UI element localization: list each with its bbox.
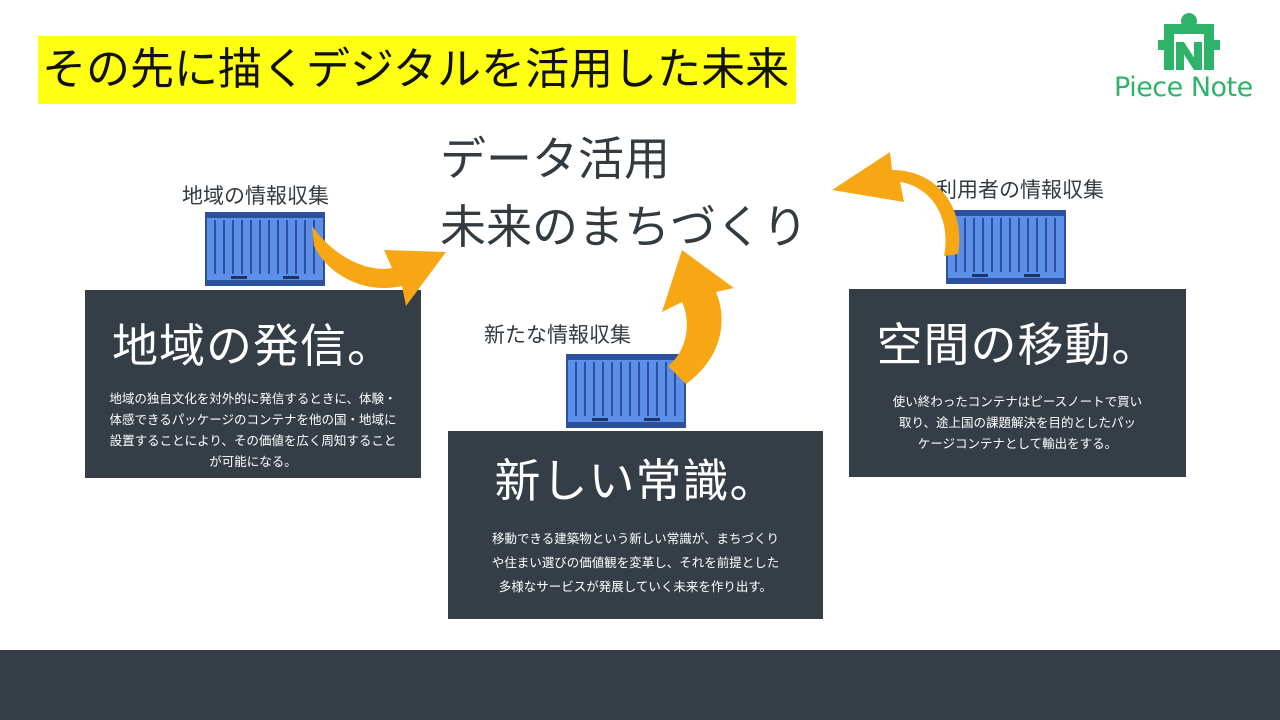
card-body-line: 使い終わったコンテナはピースノートで買い [892,394,1143,409]
card-body-line: ケージコンテナとして輸出をする。 [917,436,1118,451]
label-local-info: 地域の情報収集 [182,184,329,208]
card-body-line: 移動できる建築物という新しい常識が、まちづくり [491,531,779,546]
label-new-info: 新たな情報収集 [484,323,631,347]
puzzle-piece-logo-icon [1158,13,1220,70]
slide-title: その先に描くデジタルを活用した未来 [38,36,796,104]
shipping-container-icon [566,354,686,428]
card-body-line: や住まい選びの価値観を変革し、それを前提とした [491,555,780,570]
card-space-movement: 空間の移動。 使い終わったコンテナはピースノートで買い 取り、途上国の課題解決を… [849,289,1186,477]
card-local-broadcast: 地域の発信。 地域の独自文化を対外的に発信するときに、体験・ 体感できるパッケー… [85,290,421,478]
footer-bar [0,650,1280,720]
card-body-line: が可能になる。 [209,454,297,469]
piece-note-logo: Piece Note [1110,10,1280,110]
card-body: 地域の独自文化を対外的に発信するときに、体験・ 体感できるパッケージのコンテナを… [85,388,421,472]
card-title: 新しい常識。 [494,454,777,508]
card-title: 地域の発信。 [112,319,394,373]
center-heading-line-1: データ活用 [440,132,670,186]
center-heading-line-2: 未来のまちづくり [440,200,808,254]
label-user-info: 利用者の情報収集 [936,178,1104,202]
card-body-line: 取り、途上国の課題解決を目的としたパッ [898,415,1136,430]
card-title: 空間の移動。 [876,318,1159,372]
center-heading: データ活用 未来のまちづくり [440,128,860,258]
shipping-container-icon [946,210,1066,284]
card-body: 使い終わったコンテナはピースノートで買い 取り、途上国の課題解決を目的としたパッ… [849,391,1186,454]
shipping-container-icon [205,212,325,286]
card-body: 移動できる建築物という新しい常識が、まちづくり や住まい選びの価値観を変革し、そ… [448,527,823,599]
card-body-line: 体感できるパッケージのコンテナを他の国・地域に [109,412,397,427]
card-new-common-sense: 新しい常識。 移動できる建築物という新しい常識が、まちづくり や住まい選びの価値… [448,431,823,619]
card-body-line: 多様なサービスが発展していく未来を作り出す。 [498,579,773,594]
logo-text: Piece Note [1114,72,1253,103]
card-body-line: 地域の独自文化を対外的に発信するときに、体験・ [109,391,397,406]
card-body-line: 設置することにより、その価値を広く周知すること [109,433,397,448]
